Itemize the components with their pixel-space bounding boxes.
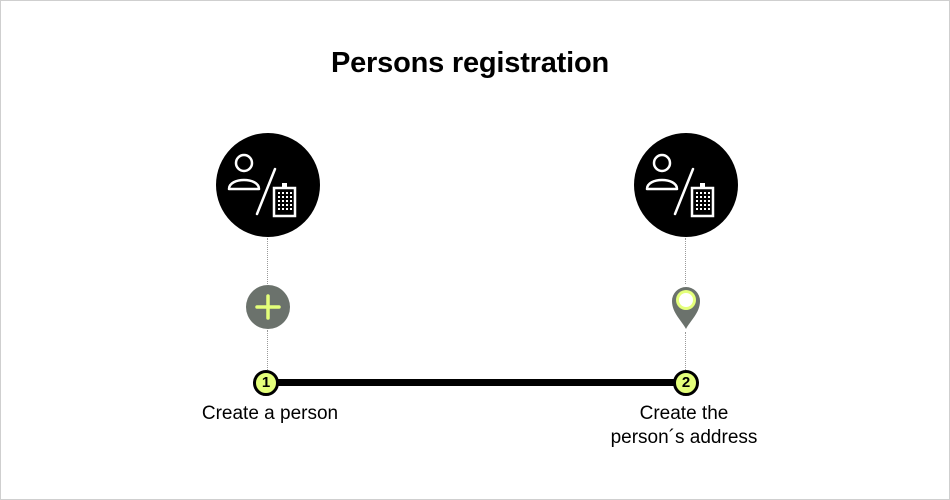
location-pin-icon [669,283,703,336]
person-building-icon [634,133,738,237]
step-1-marker: 1 [253,370,279,396]
diagram-title: Persons registration [330,47,610,79]
timeline-bar [263,379,689,386]
connector-line [685,238,686,284]
step-2-label: Create the person´s address [564,402,804,450]
step-2-label-line2: person´s address [610,427,758,448]
step-2-marker: 2 [673,370,699,396]
connector-line [267,238,268,284]
plus-icon [246,285,290,329]
connector-line [267,330,268,370]
connector-line [685,332,686,370]
person-building-icon [216,133,320,237]
step-2-label-line1: Create the [639,403,729,424]
step-1-label-text: Create a person [201,403,339,424]
step-1-label: Create a person [150,402,390,426]
